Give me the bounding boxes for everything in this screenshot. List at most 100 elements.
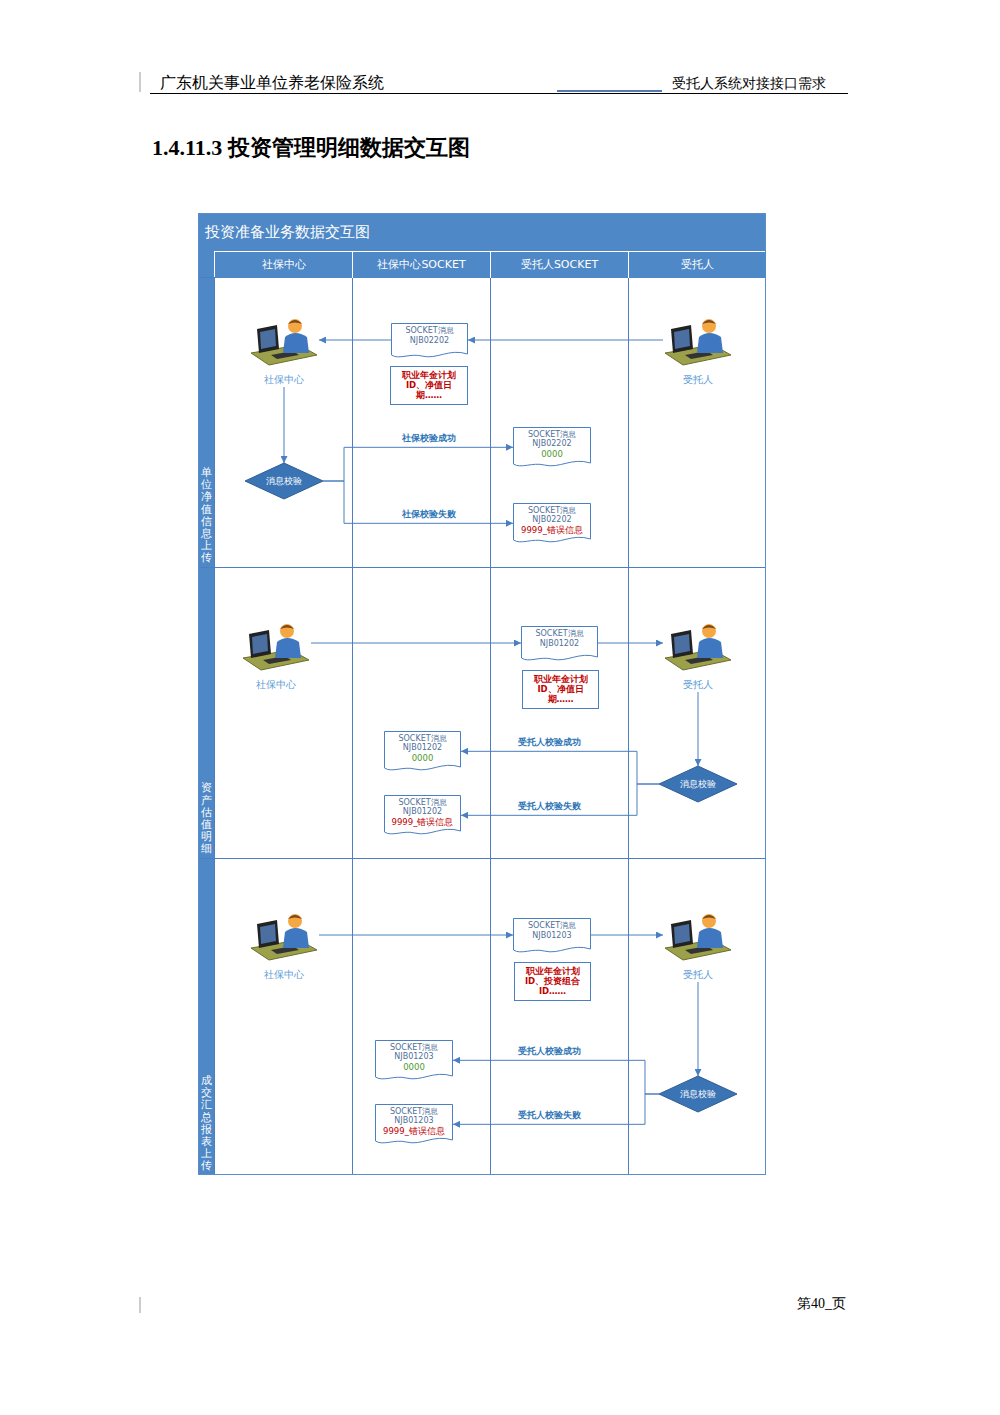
margin-tick: [140, 1297, 141, 1313]
person-hair: [702, 915, 716, 919]
person-outline: [241, 620, 311, 672]
text-holder: 受托人: [663, 678, 733, 692]
person-outline: [249, 315, 319, 367]
message-name: SOCKET消息 NJB02202: [516, 506, 588, 525]
screen: [674, 924, 690, 944]
phase-band: 社保中心 SOCKET消息 NJB02202 职业年金计划 ID、净值日 期…… 受托…: [199, 278, 767, 568]
person-hair: [288, 915, 302, 919]
message-document: SOCKET消息 NJB022029999_错误信息: [513, 503, 591, 544]
field-box: 职业年金计划 ID、净值日 期……: [390, 366, 468, 405]
screen: [252, 634, 268, 654]
document-shape: [514, 919, 591, 952]
person-computer-icon: [251, 914, 317, 960]
flow-arrow: [461, 751, 659, 784]
person-body: [275, 638, 301, 658]
lane-title: 受托人: [629, 252, 766, 278]
message-document: SOCKET消息 NJB012030000: [375, 1040, 453, 1081]
text-holder: 职业年金计划 ID、净值日 期……: [523, 671, 598, 708]
person-computer-icon: [665, 624, 731, 670]
person-outline: [663, 910, 733, 962]
return-code: 0000: [387, 753, 458, 763]
text-holder: SOCKET消息 NJB012029999_错误信息: [384, 795, 461, 835]
text-holder: 社保中心: [241, 678, 311, 692]
message-name: SOCKET消息 NJB01203: [378, 1043, 450, 1062]
row-label-strip: [198, 251, 214, 1175]
text-holder: 社保中心: [249, 968, 319, 982]
flow-arrow: [323, 447, 513, 481]
actor-label: 社保中心: [249, 373, 319, 387]
phase-title: 单位净值信息上传: [201, 467, 212, 564]
message-name: SOCKET消息 NJB01202: [387, 734, 458, 753]
flow-arrow: [698, 692, 699, 766]
edge-label: 受托人校验成功: [516, 736, 583, 748]
flow-arrow: [698, 982, 699, 1076]
message-name: SOCKET消息 NJB01203: [516, 921, 588, 940]
text-holder: 消息校验: [659, 1076, 737, 1112]
document-shape: [514, 427, 591, 465]
person-hair: [702, 625, 716, 629]
phase-band: 社保中心 SOCKET消息 NJB01203 职业年金计划 ID、投资组合 ID………: [199, 859, 767, 1176]
monitor: [249, 630, 271, 658]
header-subtitle: 受托人系统对接接口需求: [672, 75, 826, 93]
text-holder: SOCKET消息 NJB02202: [391, 323, 468, 353]
text-holder: 资产估值明细: [201, 782, 212, 855]
person-outline: [663, 315, 733, 367]
person-body: [697, 333, 723, 353]
edge-label: 受托人校验失败: [516, 1109, 583, 1121]
person-computer-icon: [251, 319, 317, 365]
phase-band: 社保中心 SOCKET消息 NJB01202 职业年金计划 ID、净值日 期…… 受托…: [199, 568, 767, 859]
swimlane-frame: 社保中心社保中心SOCKET受托人SOCKET受托人社保中心SOCKET消息 N…: [198, 213, 766, 1175]
lane-header: 受托人: [629, 252, 767, 278]
screen: [260, 329, 276, 349]
lane-title: 社保中心SOCKET: [353, 252, 490, 278]
phase-title: 成交汇总报表上传: [201, 1075, 212, 1172]
decision-text: 消息校验: [680, 778, 716, 791]
actor-icon: 社保中心: [249, 910, 319, 982]
actor-label: 受托人: [663, 373, 733, 387]
decision-diamond: 消息校验: [659, 766, 737, 802]
message-document: SOCKET消息 NJB02202: [391, 323, 468, 359]
message-name: SOCKET消息 NJB02202: [394, 326, 465, 345]
message-document: SOCKET消息 NJB012029999_错误信息: [384, 795, 461, 836]
lane-title: 受托人SOCKET: [491, 252, 628, 278]
flow-arrow: [319, 340, 391, 341]
row-line: [198, 858, 766, 859]
text-holder: 消息校验: [245, 463, 323, 499]
field-list: 职业年金计划 ID、净值日 期……: [526, 674, 595, 705]
person-hair: [280, 625, 294, 629]
actor-icon: 受托人: [663, 910, 733, 982]
text-holder: SOCKET消息 NJB012020000: [384, 731, 461, 771]
text-holder: 社保中心: [249, 373, 319, 387]
actor-icon: 社保中心: [241, 620, 311, 692]
flow-arrow: [319, 935, 513, 936]
text-holder: 受托人: [663, 373, 733, 387]
flow-arrow: [598, 643, 663, 644]
monitor: [257, 325, 279, 353]
person-head: [702, 319, 716, 333]
document-shape: [376, 1040, 453, 1078]
document-shape: [385, 731, 461, 769]
page-number: 第40_页: [797, 1295, 846, 1313]
message-document: SOCKET消息 NJB012020000: [384, 731, 461, 772]
person-outline: [249, 910, 319, 962]
edge-label: 社保校验失败: [400, 508, 458, 520]
text-holder: 社保中心SOCKET: [353, 252, 490, 278]
field-list: 职业年金计划 ID、投资组合 ID……: [518, 966, 587, 997]
text-holder: 消息校验: [659, 766, 737, 802]
person-body: [283, 333, 309, 353]
text-holder: 受托人SOCKET: [491, 252, 628, 278]
person-computer-icon: [665, 319, 731, 365]
text-holder: SOCKET消息 NJB012030000: [375, 1040, 453, 1080]
person-head: [702, 914, 716, 928]
text-holder: SOCKET消息 NJB01203: [513, 918, 591, 948]
edge-label: 受托人校验失败: [516, 800, 583, 812]
message-document: SOCKET消息 NJB01202: [521, 626, 598, 662]
document-shape: [385, 795, 461, 833]
flow-arrow: [284, 387, 285, 463]
lane-line: [352, 277, 353, 1175]
text-holder: SOCKET消息 NJB012039999_错误信息: [375, 1104, 453, 1144]
phase-title: 资产估值明细: [201, 782, 212, 855]
person-outline: [663, 620, 733, 672]
text-holder: 职业年金计划 ID、净值日 期……: [391, 367, 467, 404]
